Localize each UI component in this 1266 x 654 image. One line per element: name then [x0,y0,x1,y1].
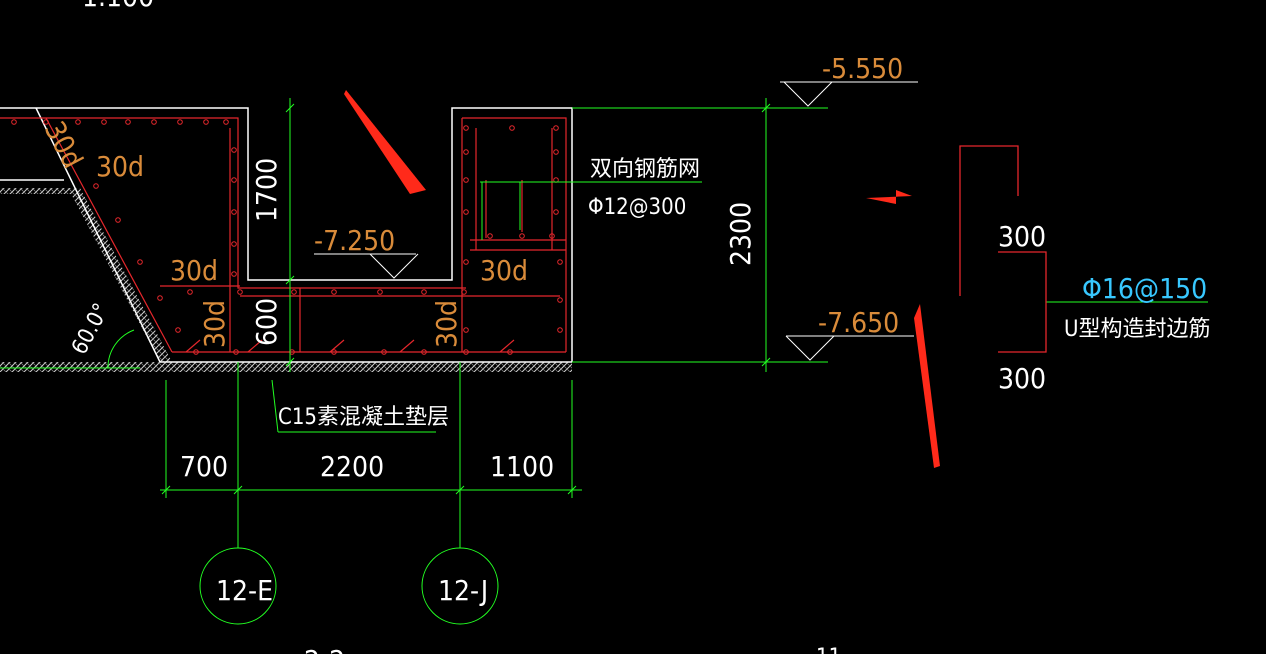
dim-u-leg-top: 300 [998,220,1046,253]
detail-marker-partial: 11 [816,645,841,654]
anchorage-vert-left: 30d [198,300,231,348]
anchorage-top-left: 30d [96,150,144,183]
rebar-dots [11,119,563,355]
u-bar-name: U型构造封边筋 [1064,317,1211,342]
elevation-bottom: -7.650 [818,306,899,339]
arrow-up [914,304,940,468]
dim-slab-thickness: 600 [250,298,283,346]
dim-base-mid: 2200 [320,450,384,483]
cushion-layer-top [0,188,80,194]
u-bar-detail [959,145,1047,353]
rebar-lines [0,117,567,353]
axis-bubble-12e [199,547,277,625]
dim-total-height: 2300 [724,202,757,266]
mesh-name: 双向钢筋网 [590,157,700,182]
dim-u-leg-bottom: 300 [998,362,1046,395]
dimension-lines [0,98,1208,625]
dim-slope-angle: 60.0° [67,299,114,358]
anchorage-mid-left: 30d [170,254,218,287]
dim-base-left: 700 [180,450,228,483]
cushion-layer-slope [68,188,172,362]
annotation-arrows [344,90,940,468]
arrow-right [866,190,912,204]
axis-bubble-12j [421,547,499,625]
elevation-markers [314,81,918,361]
dim-pit-depth: 1700 [250,158,283,222]
axis-label-12e: 12-E [216,574,273,607]
mesh-spec: Φ12@300 [588,195,686,220]
section-title-partial: 2-2 [304,644,345,654]
elevation-top: -5.550 [822,52,903,85]
arrow-upper-left [344,90,426,194]
elevation-pit-bottom: -7.250 [314,224,395,257]
dim-base-right: 1100 [490,450,554,483]
cushion-layer-bottom [0,362,572,372]
cushion-label: C15素混凝土垫层 [278,405,449,430]
axis-label-12j: 12-J [438,574,488,607]
anchorage-mid-right: 30d [480,254,528,287]
anchorage-vert-right: 30d [430,300,463,348]
top-partial-label: 1.100 [82,0,154,13]
u-bar-spec: Φ16@150 [1082,272,1207,305]
